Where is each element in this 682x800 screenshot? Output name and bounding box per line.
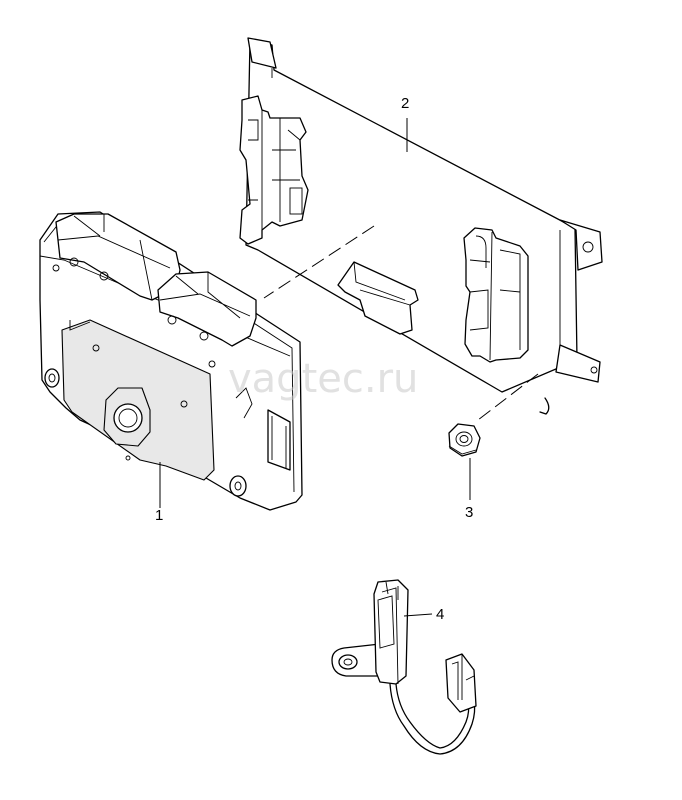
watermark: vagtec.ru	[228, 356, 418, 402]
mounting-bracket	[239, 37, 603, 421]
callout-4: 4	[436, 606, 444, 623]
hex-nut	[448, 423, 481, 457]
control-unit	[39, 211, 303, 511]
leader-lines	[159, 118, 471, 617]
callout-3: 3	[465, 504, 473, 521]
callout-2: 2	[401, 95, 409, 112]
callout-1: 1	[155, 507, 163, 524]
sensor	[331, 579, 477, 755]
